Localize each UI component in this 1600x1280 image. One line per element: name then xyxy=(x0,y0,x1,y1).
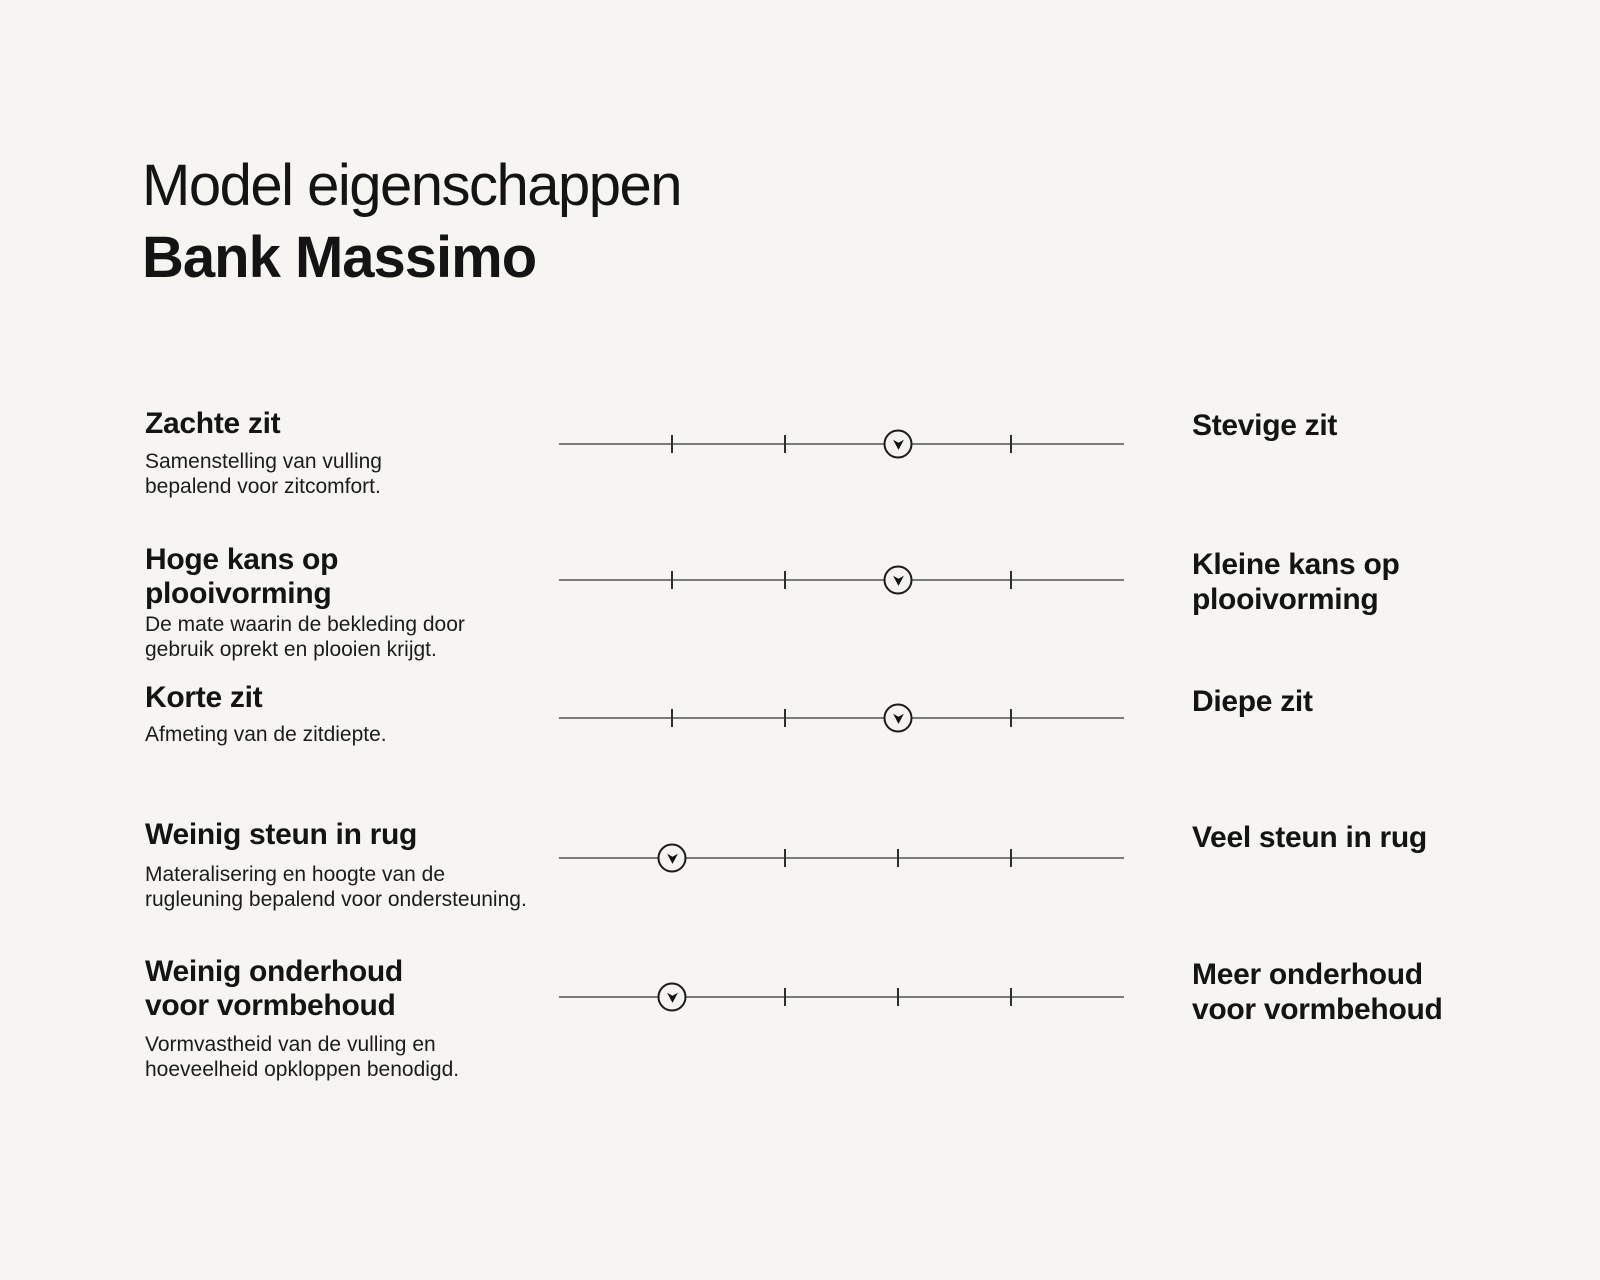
scale-tick xyxy=(1010,849,1012,867)
property-scale-track xyxy=(559,429,1124,459)
property-left-label: Weinig onderhoud voor vormbehoud xyxy=(145,955,403,1022)
down-arrow-icon xyxy=(666,853,678,864)
scale-tick xyxy=(784,849,786,867)
property-description: Afmeting van de zitdiepte. xyxy=(145,723,387,746)
slider-marker xyxy=(657,982,687,1012)
property-description: Samenstelling van vulling bepalend voor … xyxy=(145,450,382,498)
property-left-label: Korte zit xyxy=(145,681,263,714)
property-right-label: Diepe zit xyxy=(1192,685,1313,718)
down-arrow-icon xyxy=(666,992,678,1003)
slider-marker xyxy=(883,703,913,733)
slider-marker xyxy=(883,429,913,459)
scale-tick xyxy=(1010,435,1012,453)
scale-tick xyxy=(1010,988,1012,1006)
scale-tick xyxy=(784,709,786,727)
product-name: Bank Massimo xyxy=(142,225,537,290)
down-arrow-icon xyxy=(892,575,904,586)
scale-tick xyxy=(897,988,899,1006)
scale-tick xyxy=(784,435,786,453)
property-scale-track xyxy=(559,843,1124,873)
property-scale-track xyxy=(559,565,1124,595)
scale-tick xyxy=(671,709,673,727)
property-description: Materalisering en hoogte van de rugleuni… xyxy=(145,863,527,911)
property-left-label: Zachte zit xyxy=(145,407,281,440)
scale-tick xyxy=(1010,709,1012,727)
scale-tick xyxy=(897,849,899,867)
property-right-label: Stevige zit xyxy=(1192,409,1338,442)
down-arrow-icon xyxy=(892,713,904,724)
slider-marker xyxy=(883,565,913,595)
property-right-label: Meer onderhoud voor vormbehoud xyxy=(1192,958,1443,1026)
property-scale-track xyxy=(559,703,1124,733)
property-description: Vormvastheid van de vulling en hoeveelhe… xyxy=(145,1033,460,1081)
page-title: Model eigenschappen xyxy=(142,153,683,218)
property-right-label: Veel steun in rug xyxy=(1192,821,1427,854)
property-left-label: Hoge kans op plooivorming xyxy=(145,543,339,610)
scale-tick xyxy=(671,435,673,453)
scale-tick xyxy=(671,571,673,589)
down-arrow-icon xyxy=(892,439,904,450)
property-left-label: Weinig steun in rug xyxy=(145,818,418,851)
scale-tick xyxy=(784,988,786,1006)
property-description: De mate waarin de bekleding door gebruik… xyxy=(145,613,465,661)
property-scale-track xyxy=(559,982,1124,1012)
scale-tick xyxy=(784,571,786,589)
page-header: Model eigenschappen Bank Massimo xyxy=(142,150,683,294)
scale-tick xyxy=(1010,571,1012,589)
slider-marker xyxy=(657,843,687,873)
property-right-label: Kleine kans op plooivorming xyxy=(1192,548,1400,616)
